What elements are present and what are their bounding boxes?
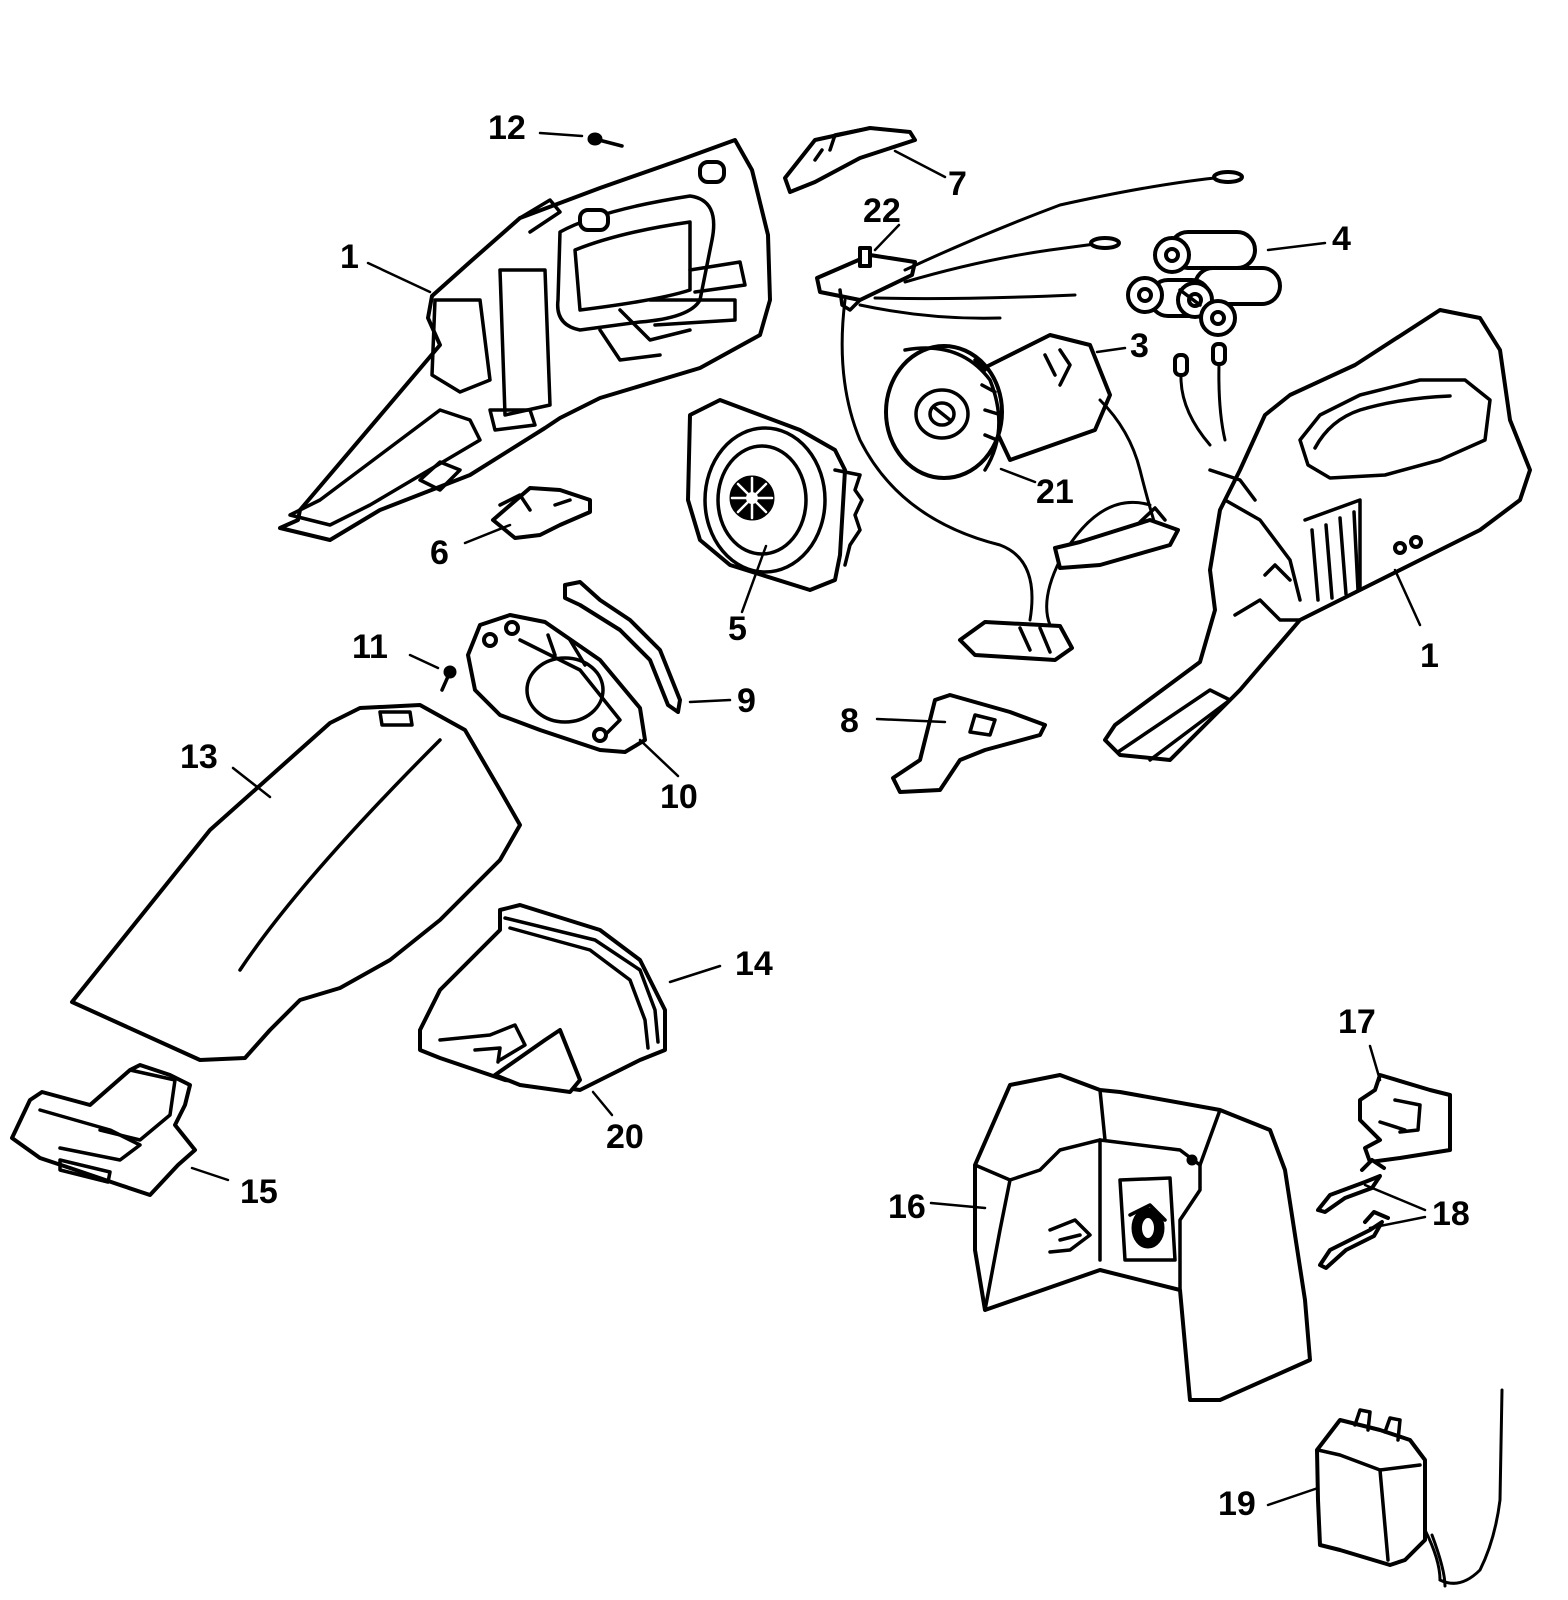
part-11-screw (440, 665, 457, 692)
part-8-contact-plate (891, 693, 1047, 794)
part-7-switch-actuator (783, 126, 917, 194)
callout-10: 10 (660, 778, 698, 816)
callout-22: 22 (863, 192, 901, 230)
callout-3: 3 (1130, 327, 1149, 365)
part-13-bowl-cover (70, 703, 522, 1062)
part-5-fan-housing (686, 398, 864, 592)
part-16-charging-base (973, 1073, 1312, 1402)
part-1-housing-left (278, 138, 772, 542)
part-6-latch (491, 486, 592, 540)
part-19-plug-adapter (1315, 1388, 1504, 1588)
callout-labels: 12 1 7 22 4 3 21 5 6 1 11 9 10 8 13 14 2… (180, 109, 1470, 1523)
part-14-filter (418, 903, 667, 1092)
callout-1-left: 1 (340, 238, 359, 276)
callout-16: 16 (888, 1188, 926, 1226)
callout-7: 7 (948, 165, 967, 203)
callout-14: 14 (735, 945, 773, 983)
part-15-nozzle (10, 1063, 197, 1197)
callout-11: 11 (352, 628, 388, 666)
callout-15: 15 (240, 1173, 278, 1211)
callout-6: 6 (430, 534, 449, 572)
callout-19: 19 (1218, 1485, 1256, 1523)
part-12-screw (587, 132, 624, 148)
callout-18: 18 (1432, 1195, 1470, 1233)
callout-4: 4 (1332, 220, 1351, 258)
callout-9: 9 (737, 682, 756, 720)
callout-20: 20 (606, 1118, 644, 1156)
part-18-contacts (1316, 1158, 1390, 1270)
callout-12: 12 (488, 109, 526, 147)
part-9-clip (563, 580, 682, 714)
callout-17: 17 (1338, 1003, 1376, 1041)
callout-13: 13 (180, 738, 218, 776)
callout-1-right: 1 (1420, 637, 1439, 675)
part-3-motor (968, 333, 1112, 462)
part-4-battery-pack (1126, 230, 1282, 337)
callout-5: 5 (728, 610, 747, 648)
leader-lines (190, 131, 1427, 1507)
callout-21: 21 (1036, 473, 1074, 511)
switch-wires (840, 170, 1244, 622)
contact-brackets (958, 506, 1180, 662)
part-21-fan-cap (884, 344, 1004, 480)
part-10-filter-frame (466, 613, 647, 754)
battery-leads (1173, 342, 1227, 447)
part-17-bracket (1358, 1073, 1452, 1164)
part-20-flap (493, 1028, 582, 1094)
part-1-housing-right (1103, 308, 1532, 762)
callout-8: 8 (840, 702, 859, 740)
part-22-switch (815, 246, 917, 312)
